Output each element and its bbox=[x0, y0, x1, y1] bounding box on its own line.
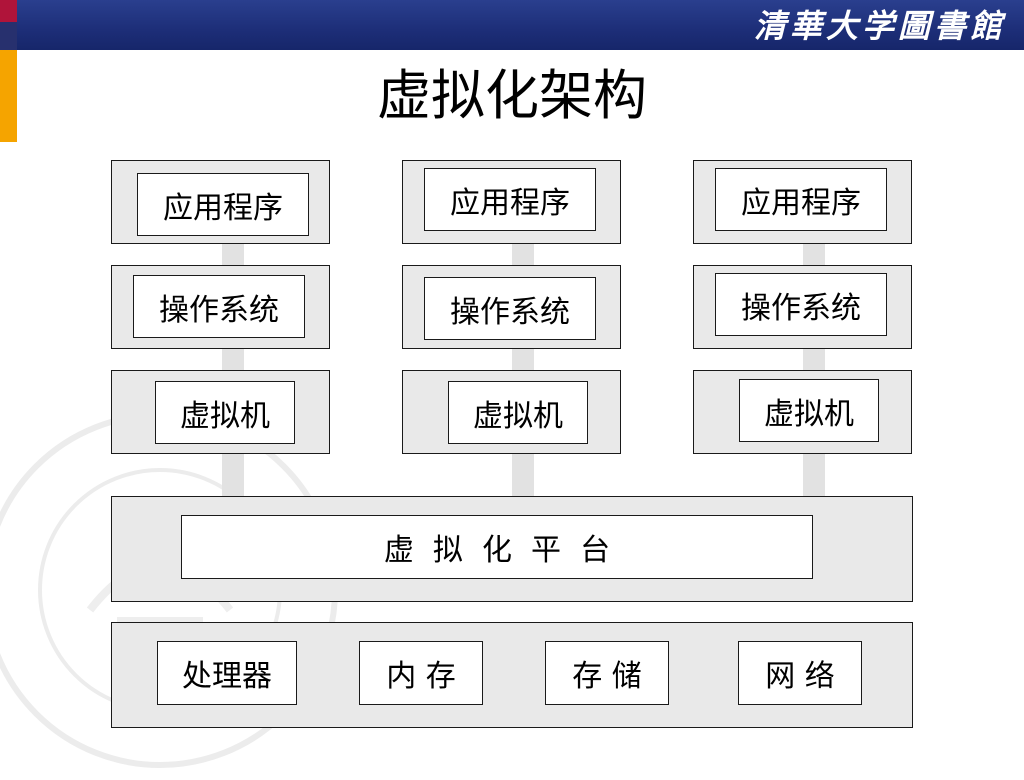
header-bar bbox=[0, 0, 1024, 50]
accent-strip-orange bbox=[0, 50, 17, 142]
hardware-storage-label: 存 储 bbox=[545, 641, 669, 705]
vm-label: 虚拟机 bbox=[739, 379, 879, 442]
platform-layer: 虚 拟 化 平 台 bbox=[111, 496, 913, 602]
hardware-memory-label: 内 存 bbox=[359, 641, 483, 705]
app-label: 应用程序 bbox=[137, 173, 309, 236]
os-label: 操作系统 bbox=[424, 277, 596, 340]
vm-label: 虚拟机 bbox=[448, 381, 588, 444]
vm-layer: 虚拟机 bbox=[693, 370, 912, 454]
os-label: 操作系统 bbox=[133, 275, 305, 338]
os-layer: 操作系统 bbox=[693, 265, 912, 349]
vm-layer: 虚拟机 bbox=[111, 370, 330, 454]
app-label: 应用程序 bbox=[424, 168, 596, 231]
os-layer: 操作系统 bbox=[402, 265, 621, 349]
accent-strip-navy bbox=[0, 22, 17, 50]
library-logo: 清華大学圖書館 bbox=[753, 7, 1006, 45]
app-label: 应用程序 bbox=[715, 168, 887, 231]
hardware-cpu-label: 处理器 bbox=[157, 641, 297, 705]
platform-label: 虚 拟 化 平 台 bbox=[181, 515, 813, 579]
os-layer: 操作系统 bbox=[111, 265, 330, 349]
os-label: 操作系统 bbox=[715, 273, 887, 336]
hardware-network-label: 网 络 bbox=[738, 641, 862, 705]
hardware-layer: 处理器 内 存 存 储 网 络 bbox=[111, 622, 913, 728]
app-layer: 应用程序 bbox=[111, 160, 330, 244]
vm-label: 虚拟机 bbox=[155, 381, 295, 444]
app-layer: 应用程序 bbox=[402, 160, 621, 244]
vm-layer: 虚拟机 bbox=[402, 370, 621, 454]
page-title: 虚拟化架构 bbox=[377, 64, 647, 127]
app-layer: 应用程序 bbox=[693, 160, 912, 244]
accent-strip-red bbox=[0, 0, 17, 22]
